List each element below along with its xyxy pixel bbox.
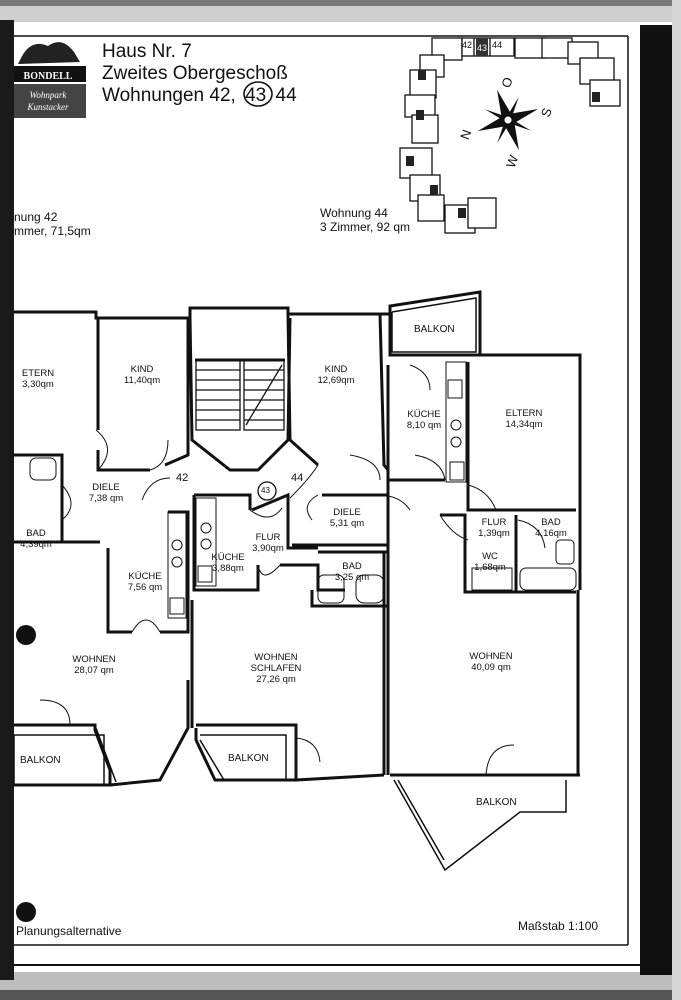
site-label-44: 44 (492, 40, 503, 50)
room-name: ETERN (21, 368, 55, 379)
company-logo: BONDELL Wohnpark Kunstacker (14, 38, 86, 118)
apartment-42-label: nung 42 mmer, 71,5qm (14, 210, 91, 238)
room-area: 3,88qm (212, 563, 244, 574)
svg-text:BONDELL: BONDELL (24, 71, 73, 82)
room-area: 12,69qm (317, 375, 355, 386)
balcony-42: BALKON (20, 755, 61, 766)
room-name: BAD (26, 528, 46, 539)
title-units-circled: 43 (245, 85, 267, 106)
room-area: 27,26 qm (256, 674, 296, 685)
door-number-43: 43 (261, 486, 270, 495)
room-name: KIND (324, 364, 348, 375)
room-name: KÜCHE (407, 409, 441, 420)
title-units-suffix: 44 (275, 85, 297, 106)
room-area: 5,31 qm (329, 518, 365, 529)
room-area: 28,07 qm (74, 665, 114, 676)
title-units: Wohnungen 42, 43 44 (102, 86, 297, 105)
room-area: 14,34qm (505, 419, 543, 430)
planning-alternative-label: Planungsalternative (16, 924, 122, 938)
room-name: WOHNEN SCHLAFEN (250, 652, 302, 674)
room-name: WOHNEN (469, 651, 513, 662)
site-label-42: 42 (462, 40, 473, 50)
apartment-44-size: 3 Zimmer, 92 qm (320, 220, 411, 234)
apartment-44-label: Wohnung 44 3 Zimmer, 92 qm (320, 206, 410, 234)
walls (13, 290, 582, 872)
room-area: 4,39qm (20, 539, 52, 550)
header-43-circle (243, 81, 273, 107)
room-name: WC (482, 551, 498, 562)
apartment-42-title: nung 42 (14, 210, 58, 224)
room-name: BAD (541, 517, 561, 528)
title-house-number: Haus Nr. 7 (102, 41, 192, 62)
room-name: DIELE (92, 482, 120, 493)
balcony-43: BALKON (228, 753, 269, 764)
room-name: DIELE (333, 507, 361, 518)
room-area: 40,09 qm (471, 662, 511, 673)
room-area: 3,30qm (22, 379, 54, 390)
room-name: BAD (342, 561, 362, 572)
apartment-44-title: Wohnung 44 (320, 206, 388, 220)
fixtures (29, 361, 577, 619)
room-area: 4,16qm (535, 528, 567, 539)
room-name: FLUR (255, 532, 281, 543)
room-area: 8,10 qm (406, 420, 442, 431)
balcony-44-living: BALKON (476, 797, 517, 808)
room-area: 7,38 qm (88, 493, 124, 504)
staircase (195, 359, 285, 431)
room-area: 1,68qm (474, 562, 506, 573)
room-name: FLUR (481, 517, 507, 528)
door-number-42: 42 (176, 472, 189, 484)
svg-text:Kunstacker: Kunstacker (27, 102, 69, 112)
apartment-42-size: mmer, 71,5qm (14, 224, 91, 238)
room-area: 3,90qm (252, 543, 284, 554)
room-name: WOHNEN (72, 654, 116, 665)
room-name: ELTERN (505, 408, 543, 419)
compass-rose (477, 89, 539, 151)
balcony-44-top: BALKON (414, 324, 455, 335)
room-name: KIND (130, 364, 154, 375)
room-area: 11,40qm (123, 375, 161, 386)
svg-text:Wohnpark: Wohnpark (30, 90, 68, 100)
room-name: KÜCHE (128, 571, 162, 582)
door-number-44: 44 (291, 472, 304, 484)
title-floor: Zweites Obergeschoß (102, 63, 288, 84)
room-area: 3,25 qm (334, 572, 370, 583)
door-swings (39, 364, 546, 776)
site-plan (399, 37, 621, 234)
room-area: 7,56 qm (127, 582, 163, 593)
room-name: KÜCHE (211, 552, 245, 563)
title-units-prefix: Wohnungen 42, (102, 85, 236, 106)
scale-label: Maßstab 1:100 (518, 919, 599, 933)
room-area: 1,39qm (478, 528, 510, 539)
punch-holes (16, 625, 36, 922)
site-label-43: 43 (477, 43, 488, 53)
door-43-circle (257, 481, 277, 501)
